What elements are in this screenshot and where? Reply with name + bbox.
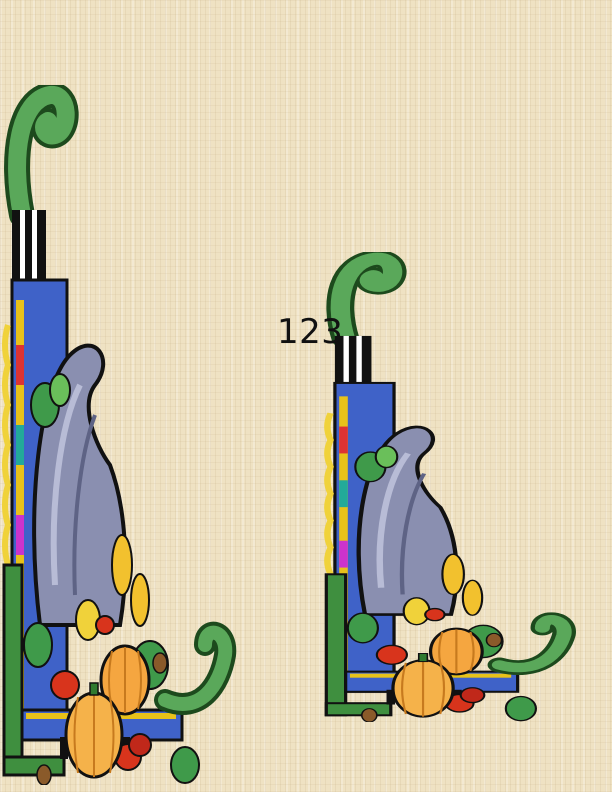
page-number-label: 123	[277, 312, 344, 352]
cornucopia-corner-large-icon	[0, 85, 240, 785]
cornucopia-corner-small-icon	[322, 252, 580, 722]
